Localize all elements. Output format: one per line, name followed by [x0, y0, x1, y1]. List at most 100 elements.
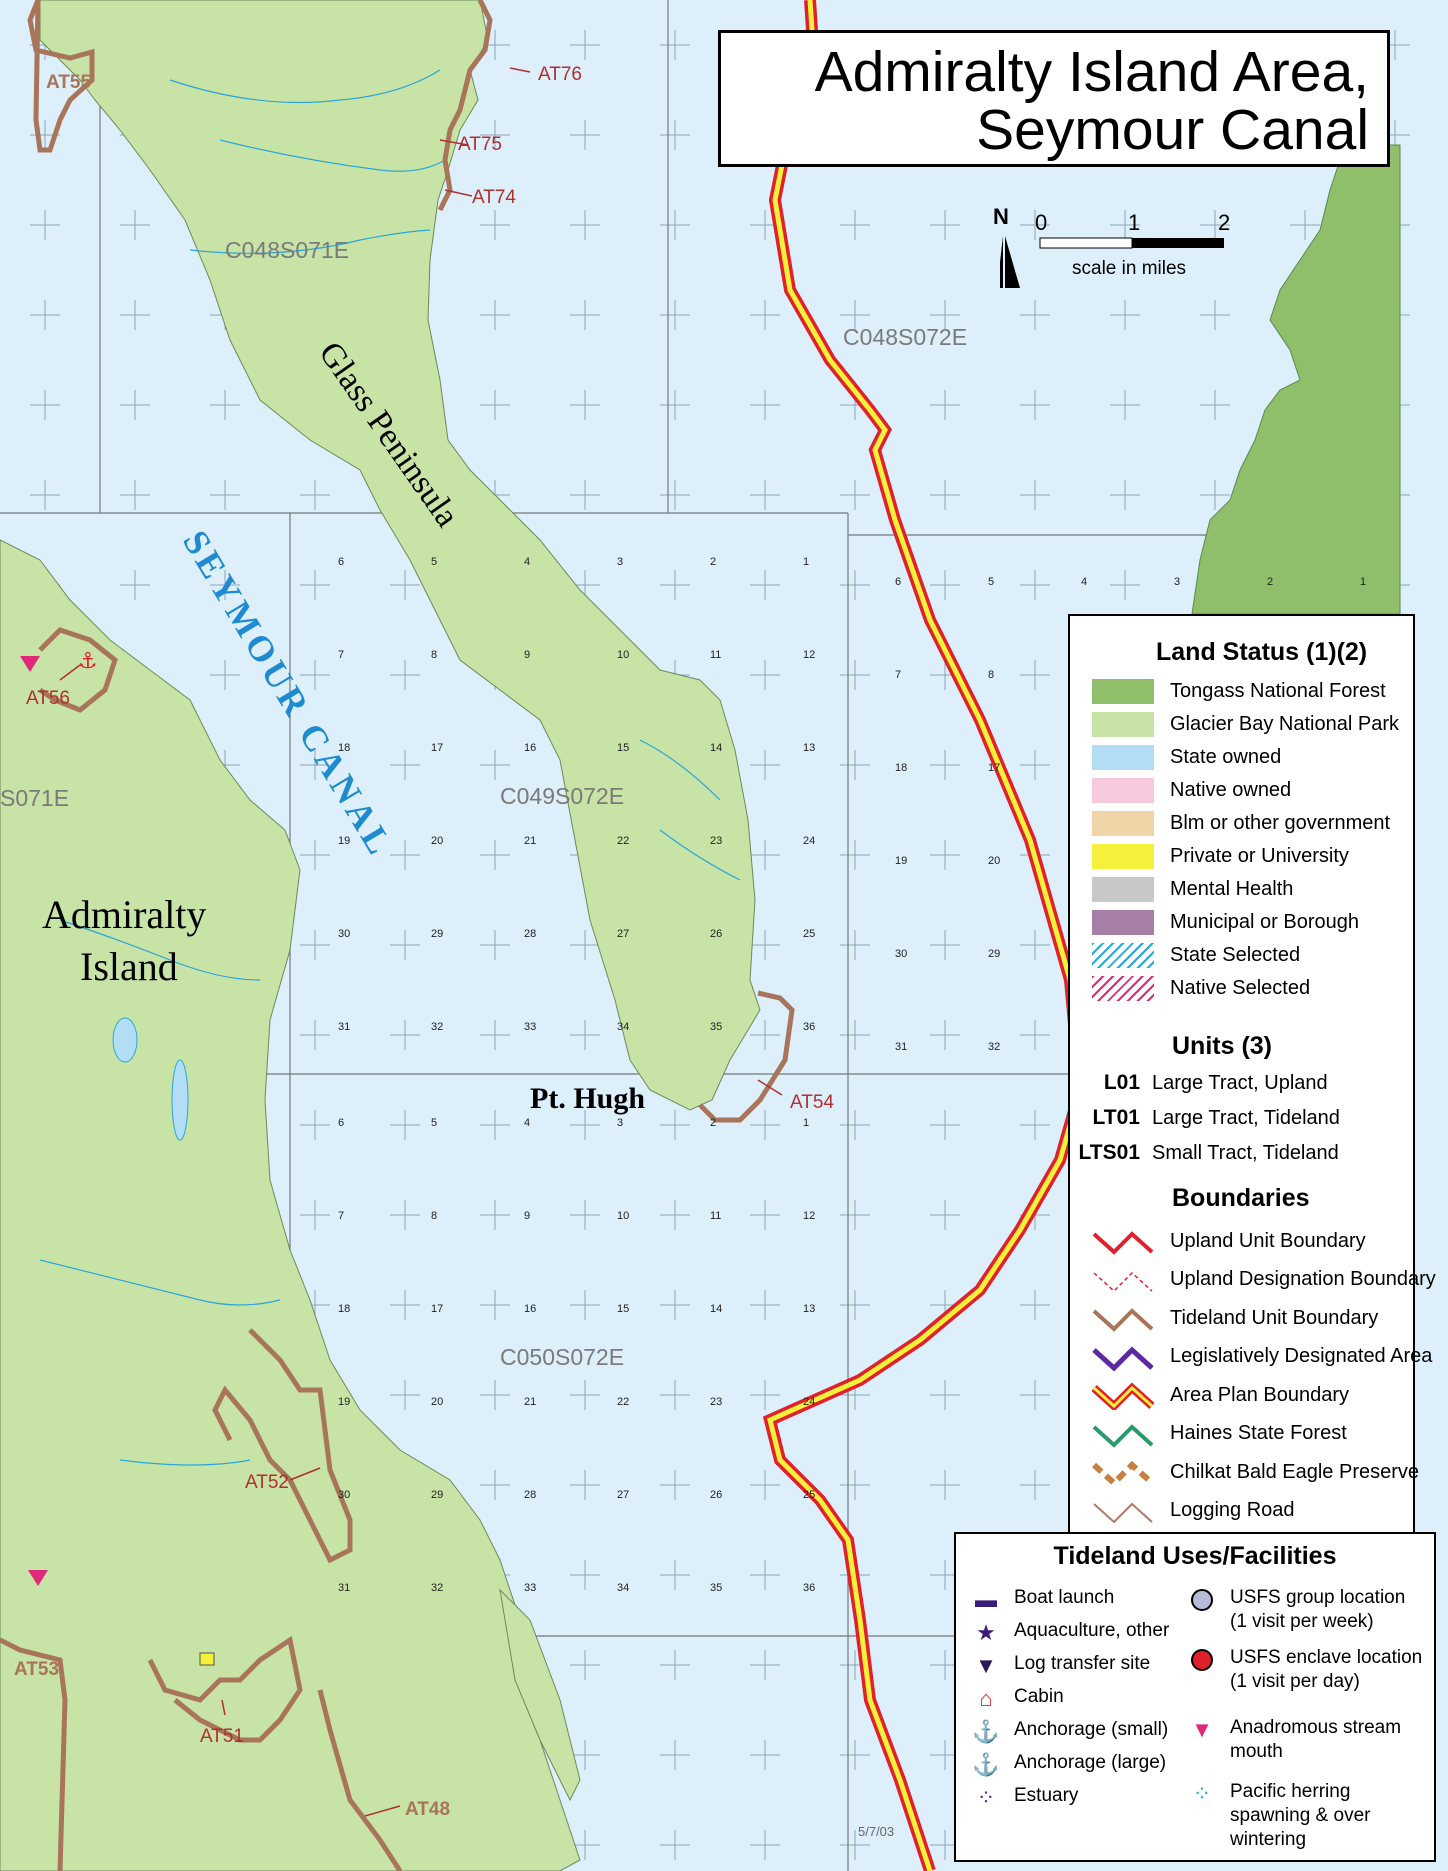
unit-label: Large Tract, Tideland — [1152, 1106, 1340, 1129]
section-number: 23 — [710, 835, 722, 847]
section-number: 12 — [803, 649, 815, 661]
land-status-item: Municipal or Borough — [1070, 907, 1359, 937]
map-title-line2: Seymour Canal — [976, 98, 1369, 162]
section-number: 7 — [895, 669, 901, 681]
land-status-label: Native owned — [1170, 778, 1292, 801]
section-number: 21 — [524, 1396, 536, 1408]
section-number: 22 — [617, 1396, 629, 1408]
section-number: 25 — [803, 928, 815, 940]
anadromous-stream-markers — [20, 656, 48, 1586]
section-number: 31 — [338, 1582, 350, 1594]
section-number: 1 — [803, 1117, 809, 1129]
boundaries-heading: Boundaries — [1172, 1184, 1310, 1212]
boundary-item: Upland Designation Boundary — [1070, 1265, 1436, 1295]
section-number: 14 — [710, 742, 722, 754]
section-number: 6 — [895, 576, 901, 588]
section-number: 31 — [338, 1021, 350, 1033]
facility-label-line: (1 visit per day) — [1230, 1671, 1360, 1692]
unit-legend-item: LT01 Large Tract, Tideland — [1070, 1103, 1340, 1133]
section-number: 23 — [710, 1396, 722, 1408]
section-number: 6 — [338, 1117, 344, 1129]
section-number: 9 — [524, 1210, 530, 1222]
section-number: 8 — [988, 669, 994, 681]
herring-icon: ⁘ — [1192, 1781, 1212, 1806]
township-labels: C048S071E C048S072E C049S072E C050S072E … — [0, 237, 967, 1370]
facility-label-line: USFS group location — [1230, 1587, 1406, 1608]
section-number: 19 — [338, 835, 350, 847]
section-number: 10 — [617, 1210, 629, 1222]
facility-label-line: spawning & over — [1230, 1805, 1371, 1826]
svg-text:⚓: ⚓ — [78, 649, 98, 674]
section-number: 32 — [431, 1582, 443, 1594]
circle-icon — [1182, 1646, 1222, 1674]
unit-label: AT53 — [14, 1659, 59, 1680]
anchorage-large-icon: ⚓ — [78, 649, 98, 674]
section-number: 15 — [617, 742, 629, 754]
section-number: 17 — [988, 762, 1000, 774]
section-number: 18 — [895, 762, 907, 774]
land-status-item: State owned — [1070, 742, 1281, 772]
section-number: 29 — [988, 948, 1000, 960]
anchor-icon: ⚓ — [972, 1752, 1000, 1777]
facility-item: ⌂Cabin — [966, 1685, 1063, 1713]
unit-label: AT55 — [46, 72, 91, 93]
unit-code: LT01 — [1092, 1106, 1140, 1129]
section-number: 7 — [338, 649, 344, 661]
facility-label-line: wintering — [1230, 1829, 1307, 1850]
land-status-item: State Selected — [1070, 940, 1300, 970]
facility-label-line: (1 visit per week) — [1230, 1611, 1374, 1632]
boundary-symbol-icon — [1092, 1346, 1154, 1371]
section-number: 4 — [524, 556, 530, 568]
glass-peninsula-land — [39, 0, 761, 1111]
boundary-label: Chilkat Bald Eagle Preserve — [1170, 1460, 1420, 1483]
township-label: C050S072E — [500, 1344, 624, 1370]
boundary-item: Tideland Unit Boundary — [1070, 1303, 1378, 1333]
boat-launch-icon: ▬ — [975, 1587, 997, 1612]
land-status-item: Mental Health — [1070, 874, 1293, 904]
section-number: 32 — [988, 1041, 1000, 1053]
boundary-label: Upland Designation Boundary — [1170, 1268, 1436, 1290]
section-number: 12 — [803, 1210, 815, 1222]
township-label: C049S072E — [500, 783, 624, 809]
unit-pointers — [59, 67, 783, 1817]
facilities-legend-panel: Tideland Uses/Facilities ▬Boat launch★Aq… — [954, 1532, 1436, 1862]
facility-item: ⚓Anchorage (large) — [966, 1751, 1166, 1779]
section-number: 20 — [988, 855, 1000, 867]
boundary-label: Legislatively Designated Area — [1170, 1345, 1433, 1367]
section-number: 2 — [710, 556, 716, 568]
boundary-item: Upland Unit Boundary — [1070, 1226, 1366, 1256]
section-number: 28 — [524, 1489, 536, 1501]
facility-label: Boat launch — [1014, 1587, 1115, 1608]
section-number: 28 — [524, 928, 536, 940]
boundary-label: Logging Road — [1170, 1499, 1295, 1521]
land-status-swatch — [1092, 975, 1154, 1001]
unit-label: AT52 — [245, 1472, 289, 1493]
facility-label: USFS group location (1 visit per week) — [1230, 1586, 1405, 1634]
facilities-heading: Tideland Uses/Facilities — [1053, 1542, 1337, 1570]
boundary-symbol-icon — [1092, 1423, 1154, 1448]
scale-bar: N 0 1 2 scale in miles — [993, 204, 1240, 288]
land-status-item: Glacier Bay National Park — [1070, 709, 1399, 739]
map-title-line1: Admiralty Island Area, — [814, 40, 1369, 104]
land-status-label: Municipal or Borough — [1170, 910, 1359, 933]
place-label-island: Island — [80, 944, 178, 989]
scale-tick-2: 2 — [1218, 210, 1231, 235]
section-number: 10 — [617, 649, 629, 661]
facility-item: ▼Log transfer site — [966, 1652, 1150, 1680]
township-label: C048S072E — [843, 324, 967, 350]
facility-item: USFS group location (1 visit per week) — [1182, 1586, 1405, 1634]
estuary-icon: ⁘ — [976, 1785, 996, 1810]
circle-icon — [1182, 1586, 1222, 1614]
section-number: 31 — [895, 1041, 907, 1053]
facility-label: Log transfer site — [1014, 1653, 1151, 1674]
unit-label: AT56 — [26, 688, 70, 709]
section-number: 18 — [338, 742, 350, 754]
section-number: 30 — [338, 1489, 350, 1501]
section-number: 34 — [617, 1021, 629, 1033]
facility-label-line: USFS enclave location — [1230, 1647, 1423, 1668]
boundary-item: Legislatively Designated Area — [1070, 1342, 1432, 1372]
triangle-down-icon: ▼ — [1191, 1717, 1213, 1742]
